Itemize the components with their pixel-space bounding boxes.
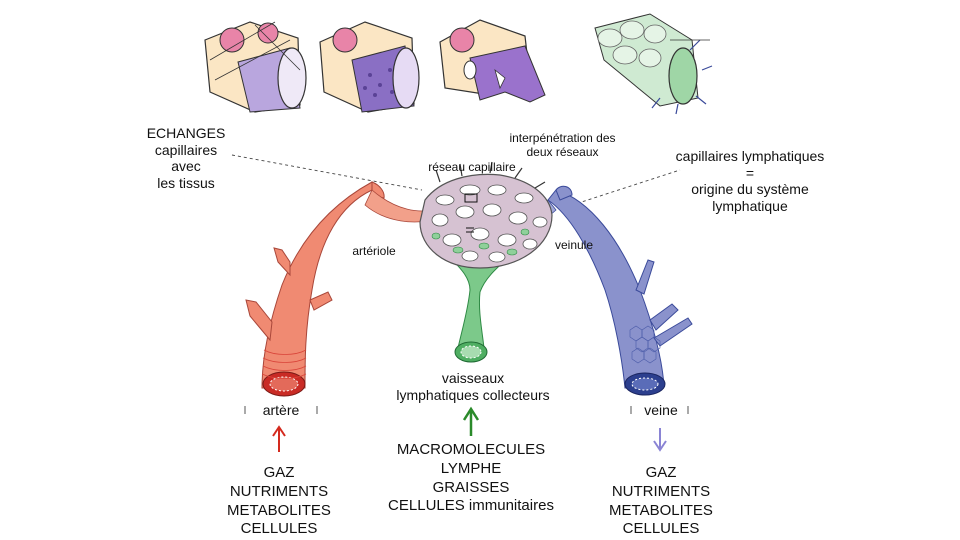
label-reseau-capillaire: réseau capillaire [428, 160, 516, 174]
label-vaisseaux-lymphatiques: vaisseaux lymphatiques collecteurs [396, 370, 550, 403]
arrow-down-red-icon [272, 425, 286, 452]
capillary-thumbnail-continuous [204, 21, 307, 113]
list-vein-exchanges: GAZ NUTRIMENTS METABOLITES CELLULES [609, 464, 713, 538]
label-brackets [244, 406, 689, 414]
label-interpenetration: interpénétration des deux réseaux [509, 131, 616, 160]
capillary-thumbnail-discontinuous [439, 19, 546, 103]
artery-vessel [245, 181, 441, 397]
label-veine: veine [644, 402, 678, 418]
list-macromolecules: MACROMOLECULES LYMPHE GRAISSES CELLULES … [388, 441, 554, 515]
list-artery-exchanges: GAZ NUTRIMENTS METABOLITES CELLULES [227, 464, 331, 538]
label-capillaires-lymphatiques: capillaires lymphatiques = origine du sy… [675, 148, 825, 214]
label-veinule: veinule [554, 238, 594, 252]
label-arteriole: artériole [352, 244, 396, 258]
arrow-up-green-icon [462, 406, 480, 436]
label-artere: artère [262, 402, 300, 418]
capillary-network [419, 161, 553, 269]
arrow-down-violet-icon [653, 428, 667, 452]
label-echanges: ECHANGES capillaires avec les tissus [146, 125, 226, 191]
lymphatic-capillary-thumbnail [594, 13, 713, 115]
capillary-thumbnail-fenestrated [319, 21, 420, 113]
